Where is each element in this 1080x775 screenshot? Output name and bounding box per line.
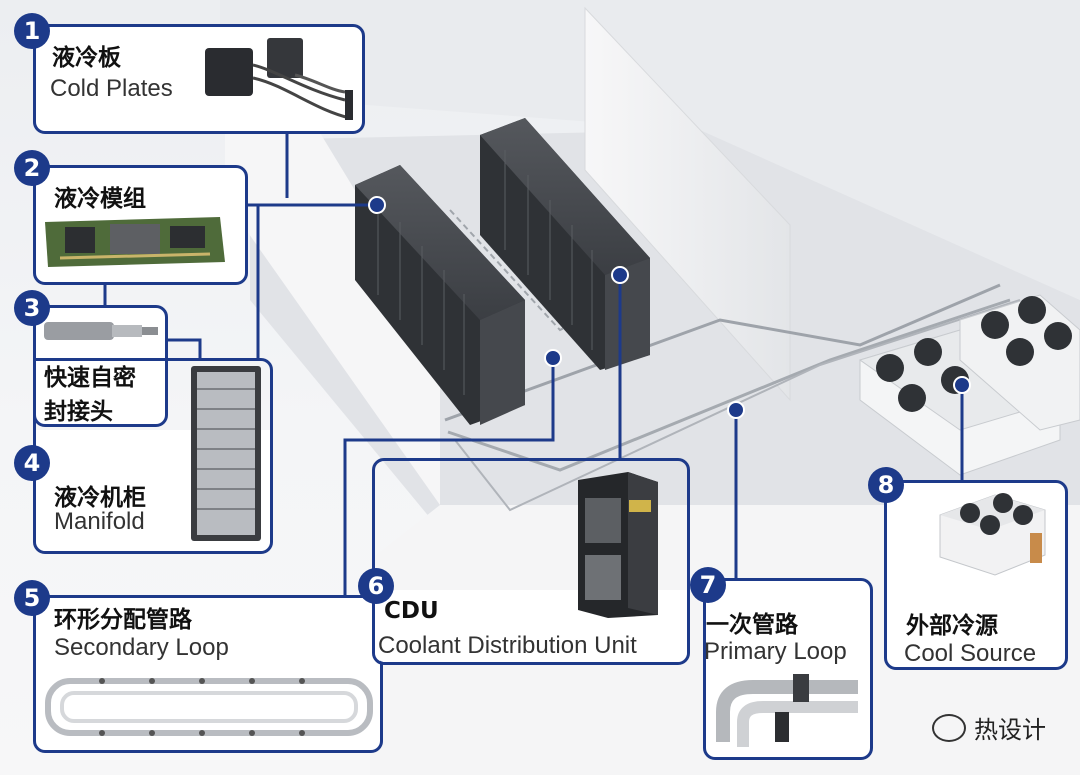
- cold-plates-label-zh: 液冷板: [52, 45, 121, 71]
- manifold-label-zh: 液冷机柜: [54, 485, 146, 511]
- callout-box-primary-loop: [703, 578, 873, 760]
- primary-loop-label-zh: 一次管路: [706, 612, 798, 638]
- right-partition-wall: [584, 6, 791, 402]
- liquid-module-label-zh: 液冷模组: [54, 186, 146, 212]
- cdu-label-en: Coolant Distribution Unit: [378, 632, 637, 659]
- secondary-floor-pipe-2: [447, 298, 1011, 472]
- primary-floor-pipe: [454, 299, 1021, 512]
- quick-coupling-label-line2: 封接头: [44, 399, 113, 425]
- room-back-wall: [220, 0, 1080, 300]
- connector-dots: [368, 196, 971, 419]
- left-rack-row: [355, 165, 525, 425]
- callout-box-cdu: [372, 458, 690, 665]
- wechat-icon: [932, 713, 966, 742]
- callout-number-5: 5: [14, 580, 50, 616]
- secondary-loop-label-en: Secondary Loop: [54, 634, 229, 661]
- callout-number-7: 7: [690, 567, 726, 603]
- left-wall: [225, 100, 440, 505]
- quick-coupling-label-line1: 快速自密: [44, 365, 136, 391]
- manifold-label-en: Manifold: [54, 508, 145, 535]
- right-rack-row: [480, 118, 650, 370]
- callout-box-secondary-loop: [33, 595, 383, 753]
- cool-source-label-zh: 外部冷源: [906, 613, 998, 639]
- secondary-floor-pipe: [444, 283, 1001, 422]
- callout-number-3: 3: [14, 290, 50, 326]
- dry-cooler-icon: [939, 493, 1046, 576]
- callout-number-1: 1: [14, 13, 50, 49]
- callout-number-4: 4: [14, 445, 50, 481]
- callout-number-2: 2: [14, 150, 50, 186]
- manifold-rack-icon: [191, 366, 261, 541]
- secondary-loop-label-zh: 环形分配管路: [54, 607, 192, 633]
- callout-number-8: 8: [868, 467, 904, 503]
- cold-plates-label-en: Cold Plates: [50, 75, 173, 102]
- callout-number-6: 6: [358, 568, 394, 604]
- cdu-cabinet-icon: [578, 472, 658, 618]
- primary-loop-label-en: Primary Loop: [704, 638, 847, 665]
- server-board-icon: [45, 217, 225, 267]
- watermark-text: 热设计: [974, 716, 1046, 744]
- cold-plate-icon: [205, 38, 353, 120]
- pipe-bend-icon: [716, 674, 858, 747]
- rack-branch-pipe: [449, 209, 621, 332]
- quick-coupling-icon: [44, 322, 158, 340]
- cool-source-label-en: Cool Source: [904, 640, 1037, 667]
- watermark: 热设计: [932, 710, 1046, 745]
- cdu-label: CDU: [384, 598, 439, 624]
- loop-pipe-icon: [45, 678, 373, 736]
